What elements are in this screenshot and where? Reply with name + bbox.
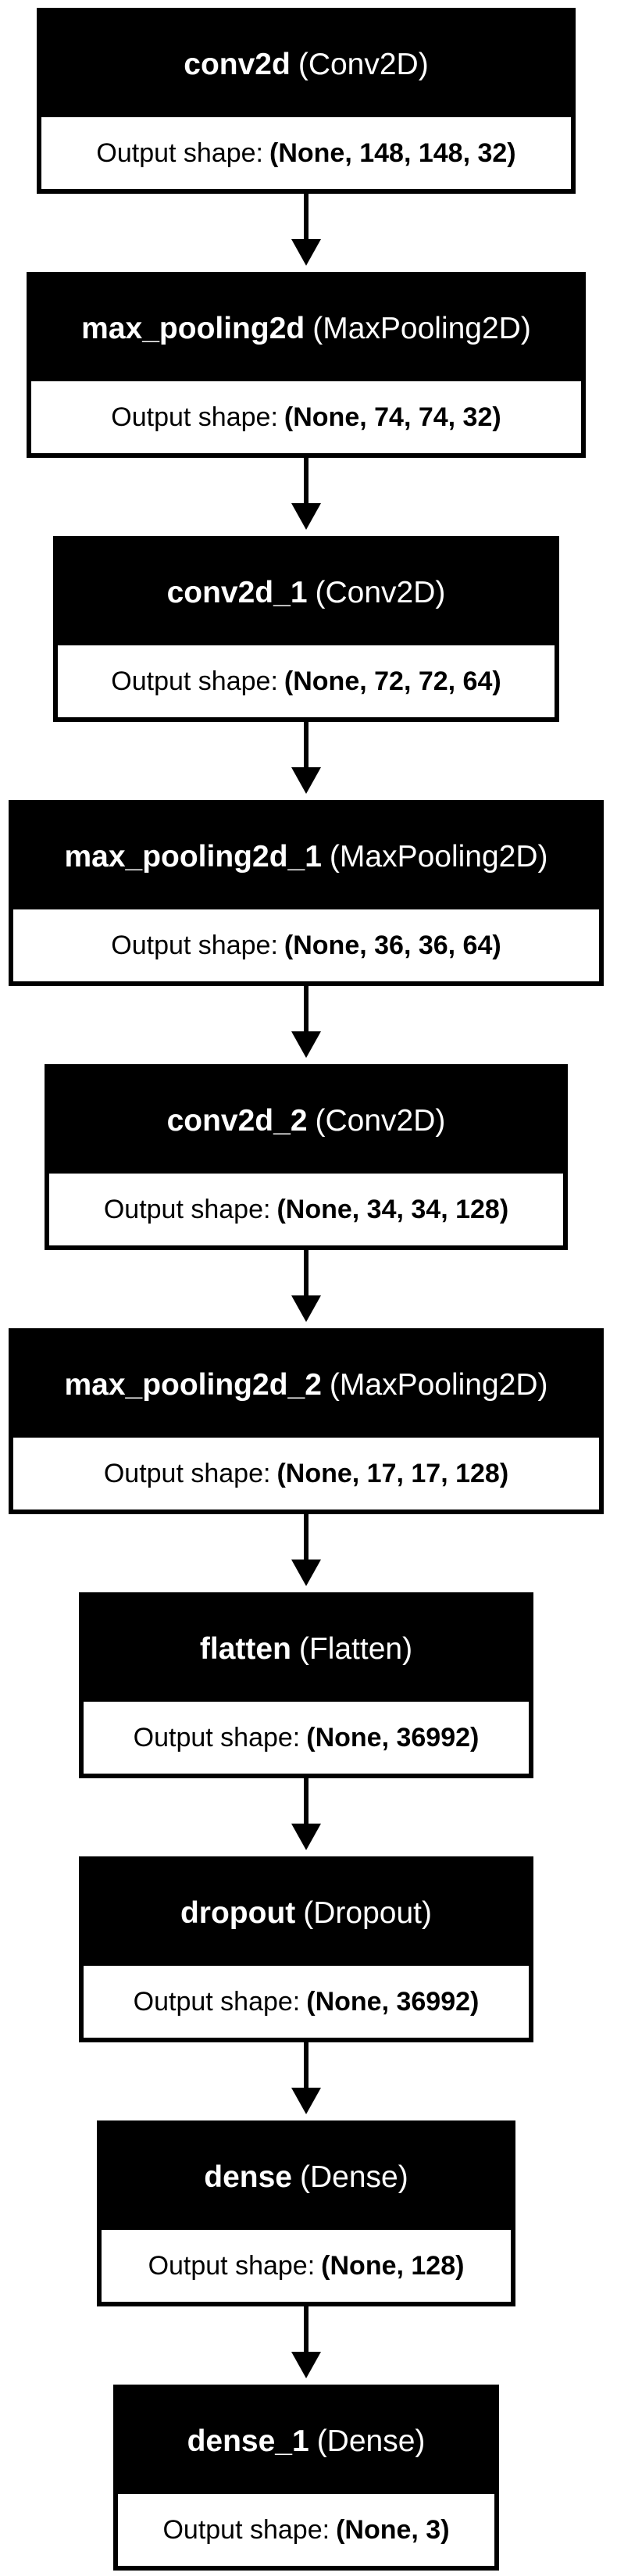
layer-output: Output shape: (None, 3) xyxy=(118,2494,494,2566)
layer-header: conv2d_1 (Conv2D) xyxy=(58,541,555,645)
layer-type: (Conv2D) xyxy=(315,576,446,609)
layer-node-conv2d: conv2d (Conv2D) Output shape: (None, 148… xyxy=(37,8,576,194)
layer-name: conv2d xyxy=(184,48,291,81)
layer-output: Output shape: (None, 74, 74, 32) xyxy=(31,381,581,453)
edge-arrowhead xyxy=(291,503,321,530)
layer-name: dense xyxy=(204,2160,292,2194)
layer-header: max_pooling2d_1 (MaxPooling2D) xyxy=(13,805,599,909)
output-shape-label: Output shape: xyxy=(111,666,278,696)
layer-header: flatten (Flatten) xyxy=(84,1597,529,1702)
layer-type: (Flatten) xyxy=(298,1632,413,1666)
layer-output: Output shape: (None, 17, 17, 128) xyxy=(13,1438,599,1510)
layer-header: conv2d (Conv2D) xyxy=(41,13,571,117)
layer-name: max_pooling2d_1 xyxy=(64,840,322,874)
edge-line xyxy=(304,1514,308,1560)
output-shape-value: (None, 74, 74, 32) xyxy=(284,402,501,432)
edge-line xyxy=(304,458,308,503)
layer-header: dense (Dense) xyxy=(102,2125,511,2230)
output-shape-value: (None, 72, 72, 64) xyxy=(284,666,501,696)
edge-line xyxy=(304,986,308,1031)
edge-line xyxy=(304,722,308,767)
edge-line xyxy=(304,2042,308,2088)
layer-output: Output shape: (None, 36, 36, 64) xyxy=(13,909,599,981)
edge-arrowhead xyxy=(291,2352,321,2378)
output-shape-value: (None, 3) xyxy=(336,2514,450,2545)
layer-header: max_pooling2d_2 (MaxPooling2D) xyxy=(13,1333,599,1438)
layer-node-max-pooling2d: max_pooling2d (MaxPooling2D) Output shap… xyxy=(27,272,586,458)
output-shape-label: Output shape: xyxy=(103,1458,271,1488)
layer-type: (Dropout) xyxy=(303,1896,432,1930)
edge-arrowhead xyxy=(291,1560,321,1586)
edge-arrowhead xyxy=(291,1295,321,1322)
layer-name: max_pooling2d_2 xyxy=(64,1368,322,1402)
output-shape-label: Output shape: xyxy=(133,1986,301,2017)
edge-line xyxy=(304,194,308,239)
layer-output: Output shape: (None, 128) xyxy=(102,2230,511,2302)
edge-arrowhead xyxy=(291,767,321,794)
output-shape-label: Output shape: xyxy=(103,1194,271,1224)
layer-header: dropout (Dropout) xyxy=(84,1861,529,1966)
layer-output: Output shape: (None, 36992) xyxy=(84,1966,529,2038)
layer-type: (Dense) xyxy=(300,2160,408,2194)
layer-header: conv2d_2 (Conv2D) xyxy=(49,1069,563,1174)
layer-type: (Conv2D) xyxy=(315,1104,446,1138)
layer-type: (MaxPooling2D) xyxy=(312,312,531,345)
layer-node-dense: dense (Dense) Output shape: (None, 128) xyxy=(97,2120,515,2306)
output-shape-label: Output shape: xyxy=(111,402,278,432)
layer-node-dropout: dropout (Dropout) Output shape: (None, 3… xyxy=(79,1856,533,2042)
layer-type: (MaxPooling2D) xyxy=(329,840,548,874)
edge-arrowhead xyxy=(291,1031,321,1058)
layer-node-conv2d-2: conv2d_2 (Conv2D) Output shape: (None, 3… xyxy=(45,1064,568,1250)
output-shape-label: Output shape: xyxy=(111,930,278,960)
output-shape-label: Output shape: xyxy=(96,138,263,168)
layer-type: (Dense) xyxy=(316,2424,426,2458)
layer-name: flatten xyxy=(199,1632,291,1666)
edge-arrowhead xyxy=(291,1824,321,1850)
layer-node-conv2d-1: conv2d_1 (Conv2D) Output shape: (None, 7… xyxy=(53,536,559,722)
output-shape-value: (None, 128) xyxy=(321,2250,465,2281)
edge-arrowhead xyxy=(291,239,321,266)
layer-name: conv2d_2 xyxy=(166,1104,308,1138)
layer-output: Output shape: (None, 36992) xyxy=(84,1702,529,1774)
edge-line xyxy=(304,2306,308,2352)
output-shape-label: Output shape: xyxy=(148,2250,316,2281)
edge-line xyxy=(304,1778,308,1824)
edge-arrowhead xyxy=(291,2088,321,2114)
layer-name: max_pooling2d xyxy=(81,312,305,345)
layer-output: Output shape: (None, 148, 148, 32) xyxy=(41,117,571,189)
layer-node-max-pooling2d-1: max_pooling2d_1 (MaxPooling2D) Output sh… xyxy=(9,800,604,986)
layer-name: dropout xyxy=(180,1896,296,1930)
output-shape-value: (None, 17, 17, 128) xyxy=(276,1458,509,1488)
output-shape-label: Output shape: xyxy=(133,1722,301,1752)
layer-node-dense-1: dense_1 (Dense) Output shape: (None, 3) xyxy=(113,2385,499,2571)
layer-name: conv2d_1 xyxy=(166,576,308,609)
layer-output: Output shape: (None, 72, 72, 64) xyxy=(58,645,555,717)
layer-node-flatten: flatten (Flatten) Output shape: (None, 3… xyxy=(79,1592,533,1778)
edge-line xyxy=(304,1250,308,1295)
layer-node-max-pooling2d-2: max_pooling2d_2 (MaxPooling2D) Output sh… xyxy=(9,1328,604,1514)
layer-type: (MaxPooling2D) xyxy=(329,1368,548,1402)
output-shape-label: Output shape: xyxy=(162,2514,330,2545)
layer-header: dense_1 (Dense) xyxy=(118,2389,494,2494)
output-shape-value: (None, 34, 34, 128) xyxy=(276,1194,509,1224)
layer-header: max_pooling2d (MaxPooling2D) xyxy=(31,277,581,381)
layer-output: Output shape: (None, 34, 34, 128) xyxy=(49,1174,563,1245)
output-shape-value: (None, 36992) xyxy=(306,1986,480,2017)
layer-name: dense_1 xyxy=(187,2424,309,2458)
output-shape-value: (None, 36, 36, 64) xyxy=(284,930,501,960)
output-shape-value: (None, 36992) xyxy=(306,1722,480,1752)
layer-type: (Conv2D) xyxy=(298,48,429,81)
output-shape-value: (None, 148, 148, 32) xyxy=(269,138,516,168)
